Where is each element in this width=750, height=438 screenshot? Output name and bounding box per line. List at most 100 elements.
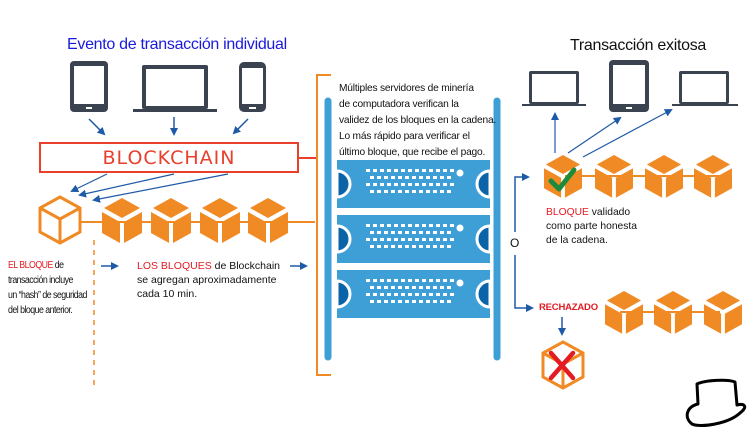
server-bracket [316,74,331,376]
mining-servers-note: Múltiples servidores de minería de compu… [339,81,514,161]
vent-dot [373,169,377,172]
vent-dot [387,183,391,186]
vent-dot [415,238,419,241]
vent-dot [373,224,377,227]
vent-dot [419,231,423,234]
vent-dot [384,286,388,289]
vent-dot [440,286,444,289]
note-text: de Blockchain [211,260,280,272]
vent-dot [384,176,388,179]
vent-dot [429,293,433,296]
vent-dot [405,190,409,193]
vent-dot [415,293,419,296]
vent-dot [419,286,423,289]
vent-dot [380,183,384,186]
note-text: del bloque anterior. [8,305,73,316]
vent-dot [394,238,398,241]
vent-dot [429,169,433,172]
vent-dot [412,176,416,179]
vent-dot [422,169,426,172]
vent-dot [419,176,423,179]
vent-dot [401,183,405,186]
validated-block-note: BLOQUE validado como parte honesta de la… [546,206,656,248]
vent-dot [408,293,412,296]
vent-dot [370,300,374,303]
or-label: O [510,236,520,250]
vent-dot [387,238,391,241]
vent-dot [373,279,377,282]
new-block-outline-cube [38,195,82,245]
vent-dot [415,169,419,172]
vent-dot [433,300,437,303]
vent-dot [401,224,405,227]
vent-dot [387,224,391,227]
vent-dot [433,231,437,234]
vent-dot [450,183,454,186]
server-rack-icon [324,97,501,361]
vent-dot [370,231,374,234]
vent-dot [443,238,447,241]
vent-dot [450,169,454,172]
vent-dot [440,231,444,234]
note-text: se agregan aproximadamente [137,274,277,286]
chain-block-cube [248,198,288,243]
vent-dot [436,279,440,282]
vent-dot [436,224,440,227]
vent-dot [429,279,433,282]
vent-dot [426,190,430,193]
rejected-chain-cube [704,291,742,334]
vent-dot [426,286,430,289]
vent-dot [440,300,444,303]
vent-dot [450,293,454,296]
vent-dot [391,190,395,193]
vent-dot [412,231,416,234]
vent-dot [447,286,451,289]
split-connector [514,173,534,312]
chain-block-cube [102,198,142,243]
note-text: de la cadena. [546,235,608,246]
output-laptop-icon [672,71,738,106]
vent-dot [426,231,430,234]
vent-dot [405,245,409,248]
vent-dot [370,176,374,179]
vent-dot [440,190,444,193]
vent-dot [370,190,374,193]
vent-dot [408,169,412,172]
vent-dot [408,183,412,186]
vent-dot [401,169,405,172]
vent-dot [433,245,437,248]
blocks-added-note: LOS BLOQUES de Blockchain se agregan apr… [137,259,297,301]
vent-dot [394,293,398,296]
vent-dot [394,183,398,186]
vent-dot [443,279,447,282]
vent-dot [433,190,437,193]
vent-dot [384,245,388,248]
note-text: validez de los bloques en la cadena. [339,115,497,126]
vent-dot [405,286,409,289]
vent-dot [387,293,391,296]
left-title: Evento de transacción individual [67,36,287,53]
vent-dot [408,238,412,241]
vent-dot [419,300,423,303]
vent-dot [433,176,437,179]
server-unit [335,160,492,208]
note-text: transacción incluye [8,275,73,286]
vent-dot [366,224,370,227]
vent-dot [387,169,391,172]
vent-dot [391,286,395,289]
note-text: de computadora verifican la [339,99,459,110]
vent-dot [433,286,437,289]
vent-dot [391,231,395,234]
rejected-label: RECHAZADO [539,302,598,313]
vent-dot [450,224,454,227]
chain-block-cube [151,198,191,243]
vent-dot [422,293,426,296]
vent-dot [443,293,447,296]
vent-dot [426,300,430,303]
vent-dot [380,224,384,227]
note-highlight: BLOQUE [546,207,589,218]
note-highlight: EL BLOQUE [8,260,53,271]
vent-dot [440,176,444,179]
server-unit [335,215,492,263]
vent-dot [408,224,412,227]
